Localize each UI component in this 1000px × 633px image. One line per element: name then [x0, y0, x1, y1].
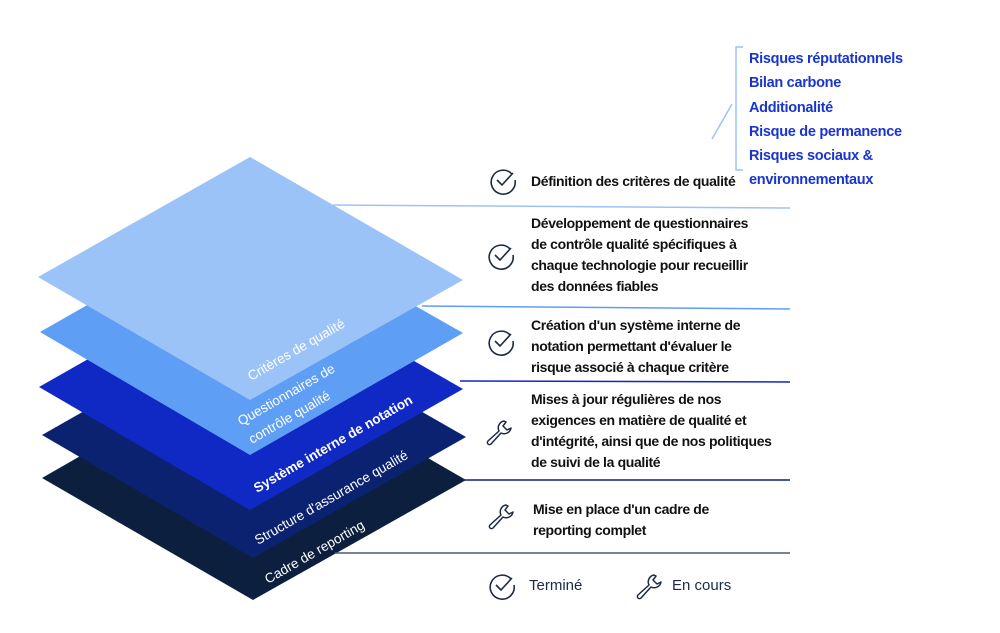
connector-line	[421, 305, 791, 310]
item-text: risque associé à chaque critère	[531, 359, 729, 375]
check-icon	[488, 330, 514, 356]
item-text: notation permettant d'évaluer le	[531, 338, 732, 354]
item-text: de contrôle qualité spécifiques à	[531, 236, 737, 252]
item-text: Création d'un système interne de	[531, 317, 741, 333]
connector-line	[332, 204, 791, 209]
wrench-icon	[488, 504, 514, 530]
milestone-item: Mises à jour régulières de nos exigences…	[531, 389, 772, 473]
milestone-item: Développement de questionnaires de contr…	[531, 213, 748, 297]
risk-item: Bilan carbone	[749, 75, 841, 92]
risks-list: Risques réputationnels Bilan carbone Add…	[749, 47, 1000, 193]
check-icon	[488, 244, 514, 270]
item-text: des données fiables	[531, 278, 659, 294]
legend-wrench-icon	[636, 574, 662, 600]
risk-item: Risque de permanence	[749, 123, 902, 140]
layer-criteres	[38, 157, 463, 400]
item-text: chaque technologie pour recueillir	[531, 257, 748, 273]
milestone-item: Création d'un système interne de notatio…	[531, 315, 741, 378]
item-text: Développement de questionnaires	[531, 215, 749, 231]
bracket-pointer	[711, 103, 733, 140]
legend-done-label: Terminé	[529, 577, 583, 594]
milestone-item: Définition des critères de qualité	[531, 171, 736, 192]
connector-line	[459, 380, 791, 383]
item-text: Mises à jour régulières de nos	[531, 391, 722, 407]
item-text: d'intégrité, ainsi que de nos politiques	[531, 433, 772, 449]
wrench-icon	[486, 420, 512, 446]
legend-check-icon	[489, 574, 515, 600]
item-text: Définition des critères de qualité	[531, 173, 736, 189]
check-icon	[490, 169, 516, 195]
item-text: exigences en matière de qualité et	[531, 412, 747, 428]
item-text: Mise en place d'un cadre de	[533, 501, 709, 517]
item-text: reporting complet	[533, 522, 647, 538]
item-text: de suivi de la qualité	[531, 454, 661, 470]
milestone-item: Mise en place d'un cadre de reporting co…	[533, 499, 709, 541]
legend-in-progress-label: En cours	[672, 577, 732, 594]
risk-item: Risques réputationnels	[749, 51, 903, 67]
risks-bracket	[735, 46, 743, 171]
risk-item: Risques sociaux & environnementaux	[749, 148, 874, 189]
risk-item: Additionalité	[749, 99, 833, 116]
